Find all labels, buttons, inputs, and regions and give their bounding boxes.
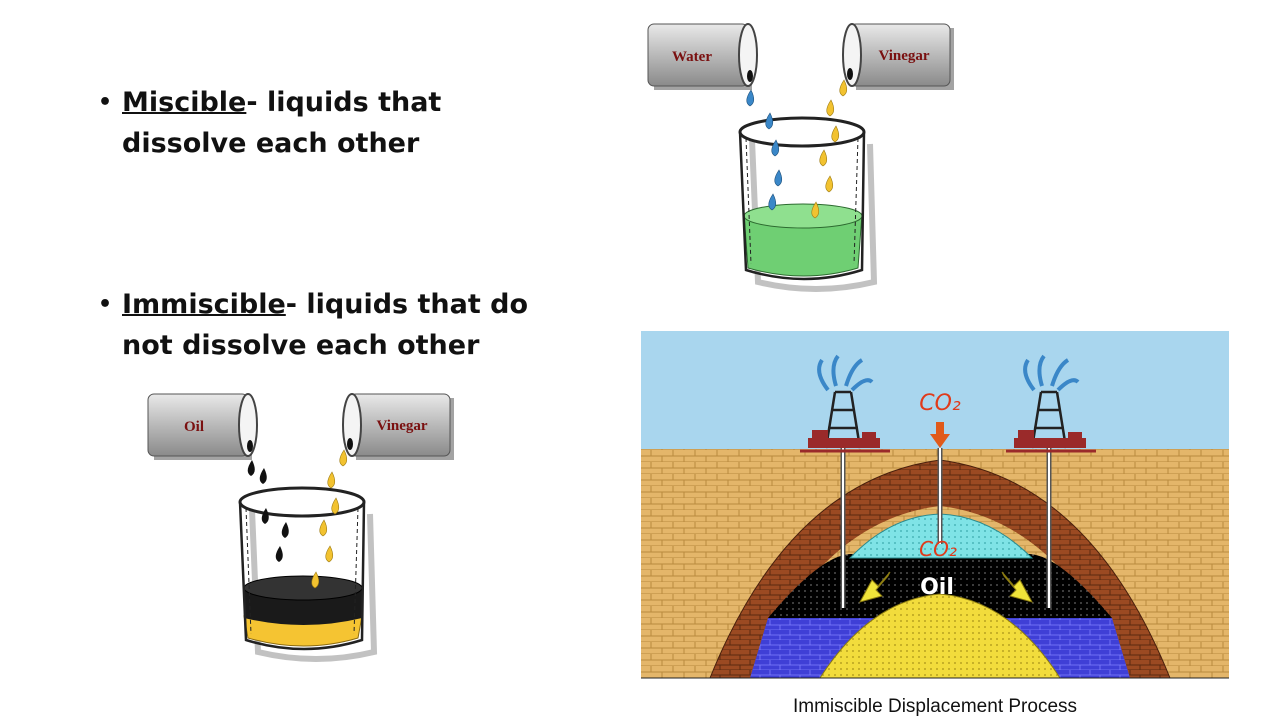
bullet-list: • Miscible- liquids that dissolve each o… xyxy=(98,82,568,366)
left-pouring-can: Oil xyxy=(147,393,258,460)
right-pouring-can: Vinegar xyxy=(342,393,454,460)
right-pouring-can: Vinegar xyxy=(842,23,954,90)
right-can-label: Vinegar xyxy=(878,48,929,64)
immiscible-displacement-diagram: CO₂ CO₂ Oil xyxy=(640,330,1230,679)
right-can-label: Vinegar xyxy=(376,418,427,434)
miscible-beaker-figure: Water Vinegar xyxy=(647,23,954,292)
blue-drops xyxy=(746,89,783,211)
bullet-miscible: • Miscible- liquids that dissolve each o… xyxy=(98,82,568,164)
beaker xyxy=(238,486,378,662)
left-pouring-can: Water xyxy=(647,23,758,90)
bullet-immiscible: • Immiscible- liquids that do not dissol… xyxy=(98,284,568,366)
oil-layer xyxy=(768,554,1112,618)
black-drops xyxy=(247,460,289,562)
immiscible-beaker-figure: Oil Vinegar xyxy=(147,393,454,662)
definition-immiscible: - liquids that do not dissolve each othe… xyxy=(122,289,529,361)
yellow-drops xyxy=(311,449,348,589)
bullet-dot: • xyxy=(98,90,113,115)
injected-co2-label: CO₂ xyxy=(919,391,961,416)
lower-formation xyxy=(819,593,1061,679)
term-immiscible: Immiscible xyxy=(122,289,286,320)
left-oil-derrick xyxy=(800,354,890,453)
definition-miscible: - liquids that dissolve each other xyxy=(122,87,442,159)
beaker xyxy=(738,116,878,292)
term-miscible: Miscible xyxy=(122,87,247,118)
right-oil-derrick xyxy=(1006,354,1096,453)
sky xyxy=(641,331,1229,449)
figure-caption: Immiscible Displacement Process xyxy=(792,696,1078,717)
bullet-dot: • xyxy=(98,292,113,317)
left-can-label: Oil xyxy=(184,419,204,435)
yellow-drops xyxy=(811,79,848,219)
reservoir-co2-label: CO₂ xyxy=(919,537,957,561)
oil-label: Oil xyxy=(920,575,954,600)
left-can-label: Water xyxy=(672,49,712,65)
displacement-arrows xyxy=(858,571,1034,603)
co2-injection-arrow xyxy=(930,422,950,448)
